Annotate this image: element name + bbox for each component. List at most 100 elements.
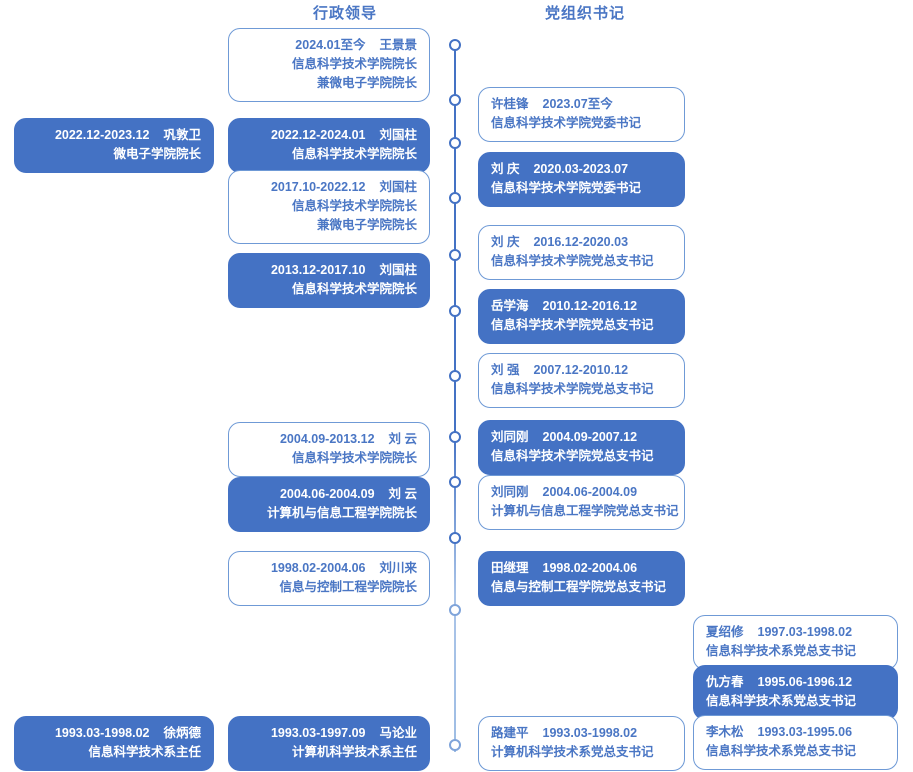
card-position-title: 信息科学技术学院党总支书记 <box>491 254 654 268</box>
timeline-card-wang-jingjing[interactable]: 2024.01至今王景景信息科学技术学院院长兼微电子学院院长 <box>228 28 430 102</box>
card-person-name: 许桂锋 <box>491 97 529 111</box>
card-headline: 2024.01至今王景景 <box>241 36 417 55</box>
card-person-name: 刘 云 <box>388 432 417 446</box>
card-period: 2022.12-2024.01 <box>270 128 366 142</box>
card-position-title: 信息科学技术系主任 <box>88 745 201 759</box>
timeline-card-yue-xuehai[interactable]: 岳学海 2010.12-2016.12 信息科学技术学院党总支书记 <box>478 289 685 344</box>
card-person-name: 刘同刚 <box>491 485 529 499</box>
card-position-title: 信息科学技术学院院长 <box>291 199 417 213</box>
card-position-title: 兼微电子学院院长 <box>316 76 417 90</box>
card-headline: 2022.12-2023.12 巩敦卫 <box>27 126 201 145</box>
card-person-name: 岳学海 <box>491 299 529 313</box>
timeline-card-qiu-fangchun[interactable]: 仇方春 1995.06-1996.12 信息科学技术系党总支书记 <box>693 665 898 720</box>
card-person-name: 刘 庆 <box>491 235 520 249</box>
card-person-name: 路建平 <box>491 726 529 740</box>
card-position-title: 信息科学技术学院党总支书记 <box>491 318 654 332</box>
card-headline: 刘同刚 2004.06-2004.09 <box>491 483 672 502</box>
card-period: 1993.03-1998.02 <box>542 726 638 740</box>
card-headline: 仇方春 1995.06-1996.12 <box>706 673 885 692</box>
card-period: 2022.12-2023.12 <box>54 128 150 142</box>
card-period: 2010.12-2016.12 <box>542 299 638 313</box>
card-position-title: 信息科学技术学院党委书记 <box>491 181 642 195</box>
card-period: 2004.09-2013.12 <box>279 432 375 446</box>
card-position-title: 微电子学院院长 <box>113 147 201 161</box>
card-position-title: 信息科学技术学院党委书记 <box>491 116 642 130</box>
timeline-node-12 <box>449 739 461 751</box>
card-position-title: 信息科学技术学院院长 <box>291 282 417 296</box>
card-person-name: 巩敦卫 <box>163 128 201 142</box>
card-headline: 田继理 1998.02-2004.06 <box>491 559 672 578</box>
card-period: 2004.06-2004.09 <box>279 487 375 501</box>
timeline-node-11 <box>449 604 461 616</box>
timeline-node-9 <box>449 476 461 488</box>
card-headline: 2013.12-2017.10 刘国柱 <box>241 261 417 280</box>
timeline-node-6 <box>449 305 461 317</box>
card-position-title: 信息科学技术学院院长 <box>291 147 417 161</box>
card-person-name: 刘国柱 <box>379 263 417 277</box>
card-person-name: 仇方春 <box>706 675 744 689</box>
card-position-title: 信息科学技术系党总支书记 <box>706 644 857 658</box>
timeline-card-liu-yun-2004-09[interactable]: 2004.09-2013.12 刘 云信息科学技术学院院长 <box>228 422 430 477</box>
timeline-node-10 <box>449 532 461 544</box>
card-position-title: 计算机与信息工程学院院长 <box>266 506 417 520</box>
card-position-title: 信息科学技术系党总支书记 <box>706 694 857 708</box>
card-headline: 2004.09-2013.12 刘 云 <box>241 430 417 449</box>
card-position-title: 计算机科学技术系党总支书记 <box>491 745 654 759</box>
timeline-node-8 <box>449 431 461 443</box>
card-headline: 岳学海 2010.12-2016.12 <box>491 297 672 316</box>
card-period: 1993.03-1997.09 <box>270 726 366 740</box>
card-position-title: 信息与控制工程学院院长 <box>279 580 417 594</box>
card-person-name: 王景景 <box>379 38 417 52</box>
card-period: 2007.12-2010.12 <box>533 363 629 377</box>
card-period: 1995.06-1996.12 <box>757 675 853 689</box>
card-person-name: 刘 庆 <box>491 162 520 176</box>
timeline-card-xu-guifeng[interactable]: 许桂锋 2023.07至今信息科学技术学院党委书记 <box>478 87 685 142</box>
card-person-name: 李木松 <box>706 725 744 739</box>
card-period: 2013.12-2017.10 <box>270 263 366 277</box>
card-person-name: 刘国柱 <box>379 128 417 142</box>
timeline-card-liu-guozhu-2013[interactable]: 2013.12-2017.10 刘国柱信息科学技术学院院长 <box>228 253 430 308</box>
card-period: 1998.02-2004.06 <box>542 561 638 575</box>
card-period: 2023.07至今 <box>542 97 613 111</box>
card-headline: 路建平 1993.03-1998.02 <box>491 724 672 743</box>
timeline-card-lu-jianping[interactable]: 路建平 1993.03-1998.02 计算机科学技术系党总支书记 <box>478 716 685 771</box>
card-period: 2004.06-2004.09 <box>542 485 638 499</box>
card-person-name: 田继理 <box>491 561 529 575</box>
card-position-title: 信息科学技术学院党总支书记 <box>491 382 654 396</box>
timeline-card-liu-guozhu-2022[interactable]: 2022.12-2024.01 刘国柱信息科学技术学院院长 <box>228 118 430 173</box>
card-position-title: 信息科学技术系党总支书记 <box>706 744 857 758</box>
card-headline: 许桂锋 2023.07至今 <box>491 95 672 114</box>
card-headline: 1993.03-1997.09 马论业 <box>241 724 417 743</box>
card-period: 2024.01至今 <box>295 38 366 52</box>
card-position-title: 兼微电子学院院长 <box>316 218 417 232</box>
card-period: 1993.03-1998.02 <box>54 726 150 740</box>
timeline-node-1 <box>449 39 461 51</box>
card-position-title: 信息科学技术学院院长 <box>291 451 417 465</box>
timeline-card-gong-dunwei[interactable]: 2022.12-2023.12 巩敦卫微电子学院院长 <box>14 118 214 173</box>
card-person-name: 马论业 <box>379 726 417 740</box>
card-headline: 2022.12-2024.01 刘国柱 <box>241 126 417 145</box>
timeline-node-4 <box>449 192 461 204</box>
card-person-name: 刘同刚 <box>491 430 529 444</box>
